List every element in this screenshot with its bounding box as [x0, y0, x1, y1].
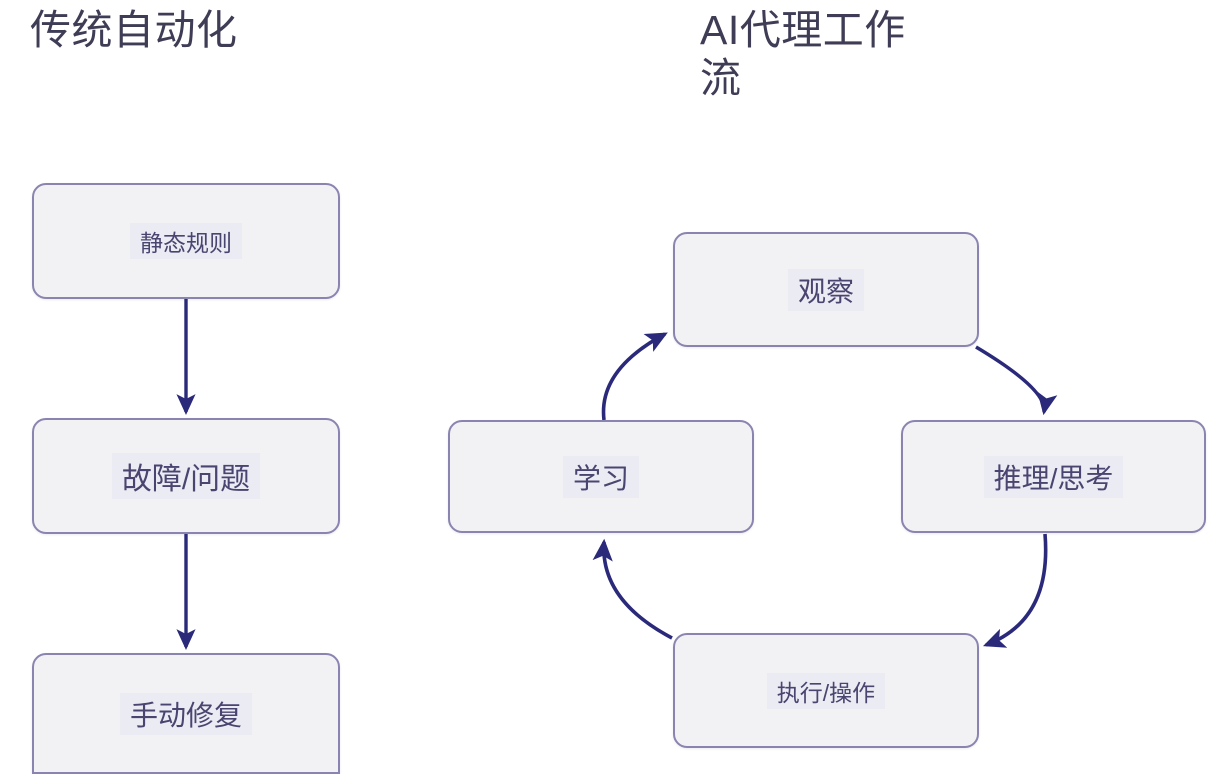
connector-observe-to-reason [975, 345, 1058, 416]
node-fault-issue[interactable]: 故障/问题 [32, 418, 340, 534]
connector-act-to-learn [592, 538, 673, 640]
node-static-rules[interactable]: 静态规则 [32, 183, 340, 299]
node-manual-fix-label: 手动修复 [119, 692, 252, 735]
node-act-label: 执行/操作 [766, 672, 886, 709]
node-act[interactable]: 执行/操作 [673, 633, 979, 748]
node-learn[interactable]: 学习 [448, 420, 754, 533]
node-observe-label: 观察 [787, 268, 864, 311]
node-observe[interactable]: 观察 [673, 232, 979, 347]
node-fault-issue-label: 故障/问题 [111, 453, 261, 499]
connector-learn-to-observe [601, 332, 668, 421]
node-manual-fix[interactable]: 手动修复 [32, 653, 340, 774]
left-panel-title: 传统自动化 [30, 7, 238, 53]
node-reason-label: 推理/思考 [983, 455, 1124, 498]
node-static-rules-label: 静态规则 [130, 223, 242, 259]
right-panel-title: AI代理工作流 [700, 7, 906, 101]
node-reason[interactable]: 推理/思考 [901, 420, 1206, 533]
node-learn-label: 学习 [562, 455, 639, 498]
connector-reason-to-act [982, 533, 1048, 648]
